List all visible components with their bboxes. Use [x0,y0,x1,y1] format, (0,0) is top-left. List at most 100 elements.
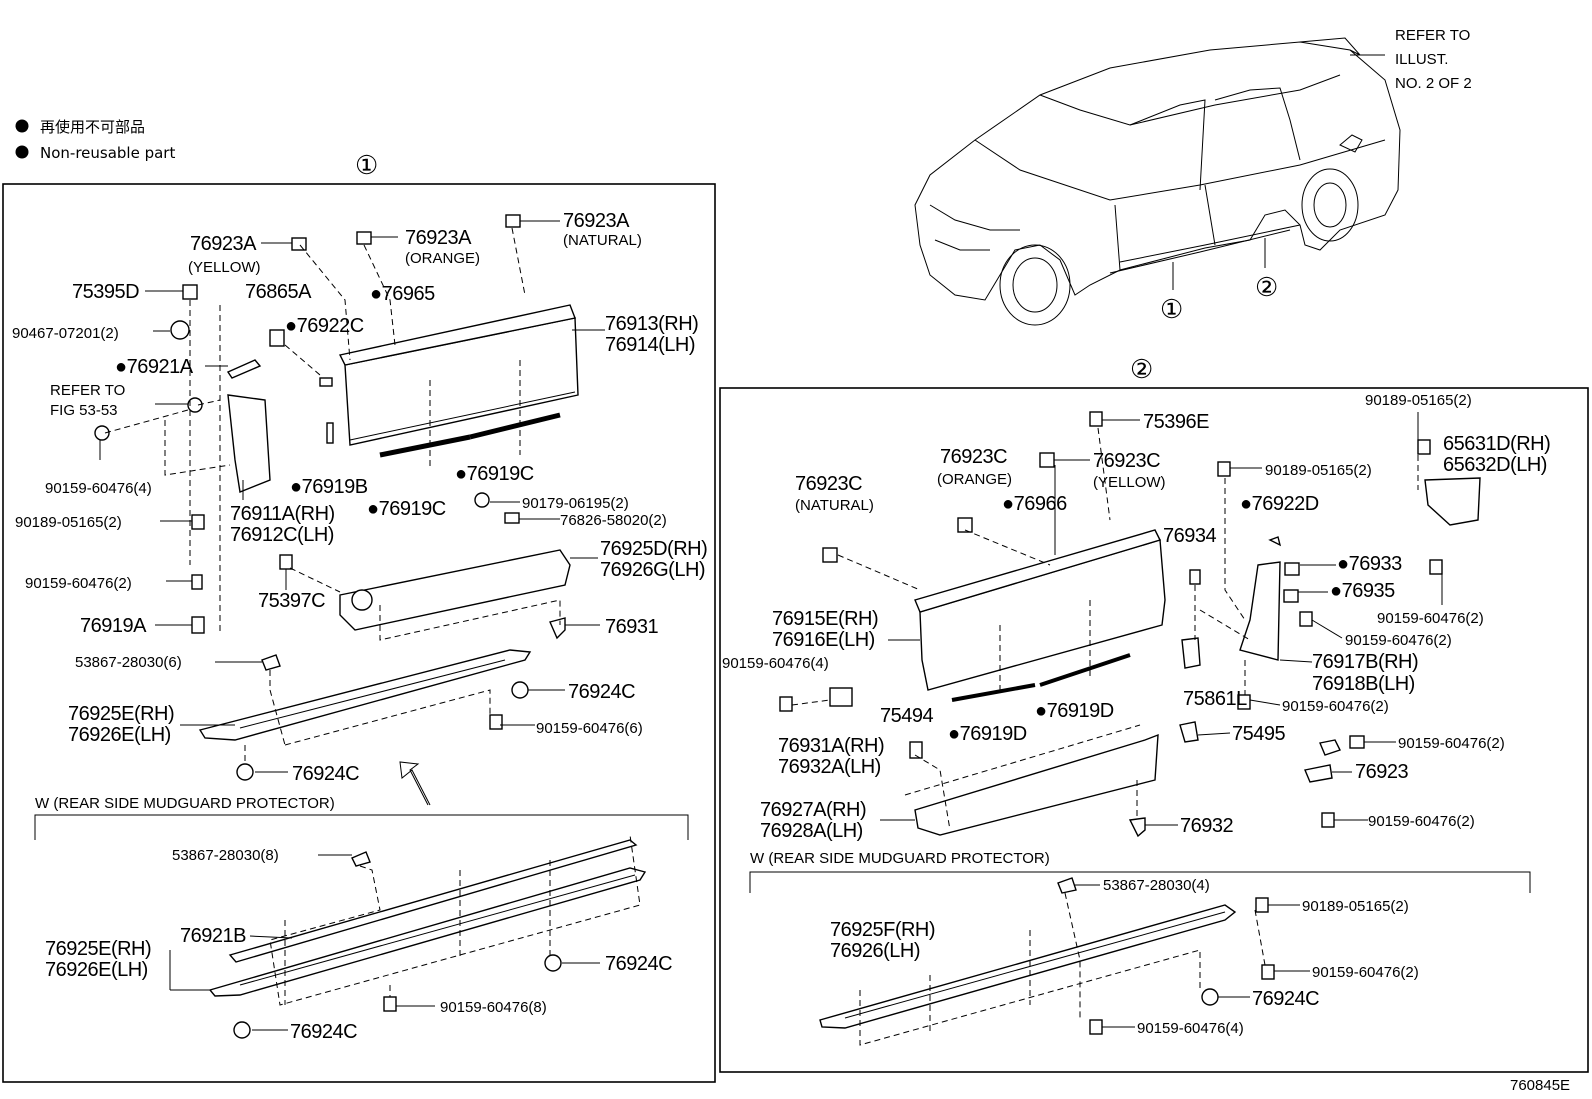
label-76923a-natural: 76923A [563,210,630,232]
label-76935: ●76935 [1330,580,1395,602]
legend: 再使用不可部品 Non-reusable part [15,118,175,162]
vehicle-illustration [914,37,1401,326]
label-76924c-b: 76924C [292,763,359,785]
label-90159-60476-m24: 90159-60476(2) [1398,735,1505,752]
label-76923c-yellow: 76923C [1093,450,1160,472]
mudguard-65631d [1424,477,1481,526]
rocker-moulding-76925E [198,649,532,741]
label-76926e: 76926E(LH) [68,724,171,746]
label-90189-05165: 90189-05165(2) [15,514,122,531]
label-w2-90189-05165: 90189-05165(2) [1302,898,1409,915]
pillar-garnish-76911A [227,394,271,493]
label-natural-2: (NATURAL) [795,497,874,514]
label-76919d-b: ●76919D [948,723,1027,745]
label-75495: 75495 [1232,723,1285,745]
label-76928a: 76928A(LH) [760,820,863,842]
section1-leaders [99,220,605,773]
label-yellow: (YELLOW) [188,259,261,276]
label-w-53867-28030-8: 53867-28030(8) [172,847,279,864]
section2-labels: 75396E 90189-05165(2) 65631D(RH) 65632D(… [722,392,1551,1037]
section2-parts: W (REAR SIDE MUDGUARD PROTECTOR) [749,411,1531,1035]
label-orange-2: (ORANGE) [937,471,1012,488]
label-76922d: ●76922D [1240,493,1319,515]
label-w-76924c-b: 76924C [290,1021,357,1043]
section2-frame [719,387,1589,1073]
w-title-1: W (REAR SIDE MUDGUARD PROTECTOR) [35,795,335,812]
label-76919a: 76919A [80,615,147,637]
label-76923: 76923 [1355,761,1408,783]
section1-callout: ① [355,150,378,180]
label-76914: 76914(LH) [605,334,695,356]
section2-callout: ② [1130,354,1153,384]
label-fig-53-53: FIG 53-53 [50,402,118,419]
label-90179-06195: 90179-06195(2) [522,495,629,512]
label-76934: 76934 [1163,525,1216,547]
label-76913: 76913(RH) [605,313,698,335]
label-w2-76924c: 76924C [1252,988,1319,1010]
label-76931a: 76931A(RH) [778,735,884,757]
label-76932a: 76932A(LH) [778,756,881,778]
label-w-90159-60476-8: 90159-60476(8) [440,999,547,1016]
label-refer-to: REFER TO [50,382,125,399]
label-90159-60476-m13: 90159-60476(2) [1377,610,1484,627]
label-76911a: 76911A(RH) [230,503,335,525]
label-76919d-a: ●76919D [1035,700,1114,722]
callout-two: ② [1255,272,1278,302]
label-76926g: 76926G(LH) [600,559,705,581]
label-90189-05165-a: 90189-05165(2) [1365,392,1472,409]
label-76925e: 76925E(RH) [68,703,174,725]
rocker-bracket-76927a [914,733,1159,836]
legend-en: Non-reusable part [40,144,175,162]
label-w-76925e: 76925E(RH) [45,938,151,960]
label-90159-60476-2: 90159-60476(2) [25,575,132,592]
label-90159-60476-m15: 90159-60476(2) [1345,632,1452,649]
label-76923c-orange: 76923C [940,446,1007,468]
pillar-76917b [1239,561,1281,661]
non-reusable-bullet-icon [15,119,29,133]
label-76923a-orange: 76923A [405,227,472,249]
label-90159-60476-6: 90159-60476(6) [536,720,643,737]
label-90159-60476-4: 90159-60476(4) [45,480,152,497]
label-76965: ●76965 [370,283,435,305]
label-76918b: 76918B(LH) [1312,673,1415,695]
label-53867-28030-6: 53867-28030(6) [75,654,182,671]
label-90467-07201: 90467-07201(2) [12,325,119,342]
label-76919c-b: ●76919C [367,498,446,520]
label-75861l: 75861L [1183,688,1247,710]
label-76933: ●76933 [1337,553,1402,575]
label-76923c-natural: 76923C [795,473,862,495]
label-w2-90159-60476-2: 90159-60476(2) [1312,964,1419,981]
section2-leaders [791,412,1443,1046]
label-65631d: 65631D(RH) [1443,433,1550,455]
label-75395d: 75395D [72,281,139,303]
label-90159-60476-m29: 90159-60476(2) [1368,813,1475,830]
w-rocker-76925e [208,867,647,997]
label-76865a: 76865A [245,281,312,303]
section1-w-box: W (REAR SIDE MUDGUARD PROTECTOR) 53867-2… [34,795,689,1043]
label-76915e: 76915E(RH) [772,608,878,630]
label-w2-76926: 76926(LH) [830,940,920,962]
label-w2-53867-28030-4: 53867-28030(4) [1103,877,1210,894]
section1-frame [2,183,716,1083]
w-rocker-76925f [819,904,1237,1029]
label-75494: 75494 [880,705,933,727]
label-75397c: 75397C [258,590,325,612]
diagram-id: 760845E [1510,1077,1570,1094]
label-76931: 76931 [605,616,658,638]
label-90189-05165-b: 90189-05165(2) [1265,462,1372,479]
label-natural: (NATURAL) [563,232,642,249]
label-75396e: 75396E [1143,411,1209,433]
label-76925d: 76925D(RH) [600,538,707,560]
refer-note-line3: NO. 2 OF 2 [1395,75,1472,92]
refer-note-line2: ILLUST. [1395,51,1448,68]
label-90159-60476-m16: 90159-60476(4) [722,655,829,672]
label-76923a-yellow: 76923A [190,233,257,255]
label-w-76921b: 76921B [180,925,246,947]
label-76919b: ●76919B [290,476,368,498]
legend-jp: 再使用不可部品 [40,118,145,136]
label-orange: (ORANGE) [405,250,480,267]
label-76916e: 76916E(LH) [772,629,875,651]
label-76921a: ●76921A [115,356,194,378]
callout-one: ① [1160,294,1183,324]
